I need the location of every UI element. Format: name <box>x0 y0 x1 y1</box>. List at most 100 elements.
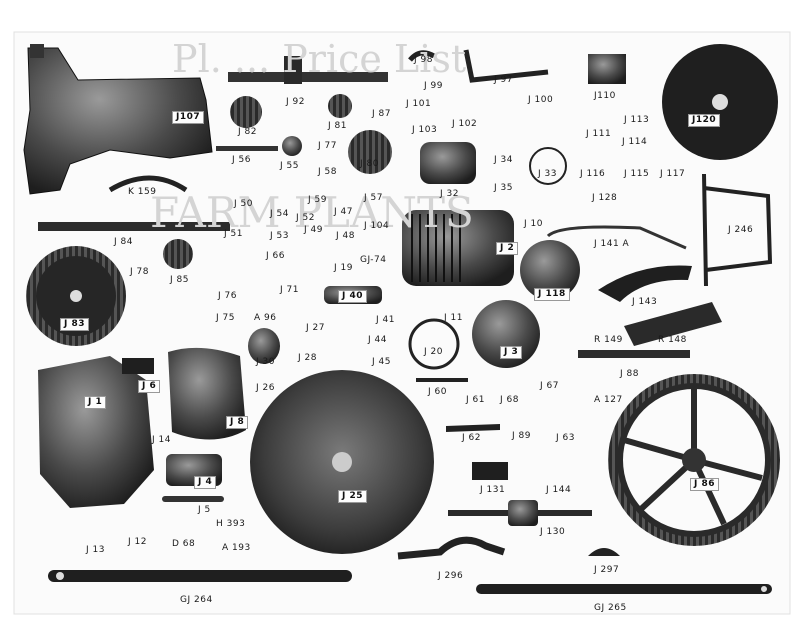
part-j110 <box>588 54 626 84</box>
label-gj265: GJ 265 <box>594 603 627 613</box>
label-j60: J 60 <box>428 387 447 397</box>
part-j83-gear <box>26 246 126 346</box>
label-j143: J 143 <box>632 297 658 307</box>
label-j26: J 26 <box>256 383 275 393</box>
label-j63: J 63 <box>556 433 575 443</box>
part-j56 <box>216 146 278 151</box>
part-j131 <box>472 462 508 480</box>
label-j100: J 100 <box>528 95 554 105</box>
part-j30 <box>248 328 280 364</box>
part-j84-rod <box>38 222 230 231</box>
label-j118: J 118 <box>534 288 570 301</box>
part-j20-ring <box>408 318 460 370</box>
label-j78: J 78 <box>130 267 149 277</box>
label-j85: J 85 <box>170 275 189 285</box>
label-j144: J 144 <box>546 485 572 495</box>
label-j2: J 2 <box>496 242 519 255</box>
label-j8: J 8 <box>226 416 249 429</box>
part-gj264-bar <box>48 570 352 582</box>
label-j20: J 20 <box>424 347 443 357</box>
label-j34: J 34 <box>494 155 513 165</box>
label-a193: A 193 <box>222 543 251 553</box>
part-j97 <box>463 49 549 83</box>
part-j143 <box>598 265 692 302</box>
part-j33-ring <box>529 147 567 185</box>
label-j297: J 297 <box>594 565 620 575</box>
label-j82: J 82 <box>238 127 257 137</box>
label-j55: J 55 <box>280 161 299 171</box>
part-j32-cylinder <box>420 142 476 184</box>
label-j44: J 44 <box>368 335 387 345</box>
label-j25: J 25 <box>338 490 368 503</box>
label-j115: J 115 <box>624 169 650 179</box>
part-gj265-bar <box>476 584 772 594</box>
label-j71: J 71 <box>280 285 299 295</box>
part-j141a <box>546 225 687 250</box>
label-j13: J 13 <box>86 545 105 555</box>
label-j111: J 111 <box>586 129 612 139</box>
label-j58: J 58 <box>318 167 337 177</box>
label-j103: J 103 <box>412 125 438 135</box>
label-j116: J 116 <box>580 169 606 179</box>
part-j296-lever <box>397 536 506 560</box>
label-j68: J 68 <box>500 395 519 405</box>
label-j102: J 102 <box>452 119 478 129</box>
label-j41: J 41 <box>376 315 395 325</box>
label-j66: J 66 <box>266 251 285 261</box>
label-j45: J 45 <box>372 357 391 367</box>
label-gj264: GJ 264 <box>180 595 213 605</box>
part-j88-rod <box>578 350 690 358</box>
label-j47: J 47 <box>334 207 353 217</box>
part-j297 <box>588 548 620 556</box>
label-j67: J 67 <box>540 381 559 391</box>
label-j107: J107 <box>172 111 205 124</box>
label-j35: J 35 <box>494 183 513 193</box>
label-j77: J 77 <box>318 141 337 151</box>
part-j81-gear <box>328 94 352 118</box>
label-j296: J 296 <box>438 571 464 581</box>
part-j86-wheel <box>608 374 780 546</box>
label-j99: J 99 <box>424 81 443 91</box>
label-j1: J 1 <box>84 396 107 409</box>
label-j130: J 130 <box>540 527 566 537</box>
part-j82-gear <box>230 96 262 128</box>
label-j80: J 80 <box>360 159 379 169</box>
label-j81: J 81 <box>328 121 347 131</box>
label-j89: J 89 <box>512 431 531 441</box>
part-j120-disc <box>662 44 778 160</box>
label-j120: J120 <box>688 114 721 127</box>
label-j101: J 101 <box>406 99 432 109</box>
label-j32: J 32 <box>440 189 459 199</box>
label-j51: J 51 <box>224 229 243 239</box>
background-title-text: Pl. ... Price List <box>172 37 467 81</box>
label-j53: J 53 <box>270 231 289 241</box>
label-j49: J 49 <box>304 225 323 235</box>
label-j76: J 76 <box>218 291 237 301</box>
label-j57: J 57 <box>364 193 383 203</box>
part-j85-gear <box>163 239 193 269</box>
part-j80-gear <box>348 130 392 174</box>
label-j6: J 6 <box>138 380 161 393</box>
label-j10: J 10 <box>524 219 543 229</box>
label-j110: J110 <box>594 91 616 101</box>
label-d68: D 68 <box>172 539 196 549</box>
label-gj74: GJ-74 <box>360 255 387 265</box>
label-j141a: J 141 A <box>594 239 630 249</box>
label-j98: J 98 <box>414 55 433 65</box>
label-j19: J 19 <box>334 263 353 273</box>
label-j113: J 113 <box>624 115 650 125</box>
label-k159: K 159 <box>128 187 157 197</box>
label-j59: J 59 <box>308 195 327 205</box>
label-j61: J 61 <box>466 395 485 405</box>
part-j2-finned-cylinder <box>402 210 514 286</box>
part-j5 <box>162 496 224 502</box>
part-j118 <box>520 240 580 300</box>
label-j83: J 83 <box>60 318 90 331</box>
label-j88: J 88 <box>620 369 639 379</box>
label-j4: J 4 <box>194 476 217 489</box>
part-j107-housing <box>23 44 213 195</box>
part-j1-housing <box>38 356 154 508</box>
label-j50: J 50 <box>234 199 253 209</box>
label-j131: J 131 <box>480 485 506 495</box>
